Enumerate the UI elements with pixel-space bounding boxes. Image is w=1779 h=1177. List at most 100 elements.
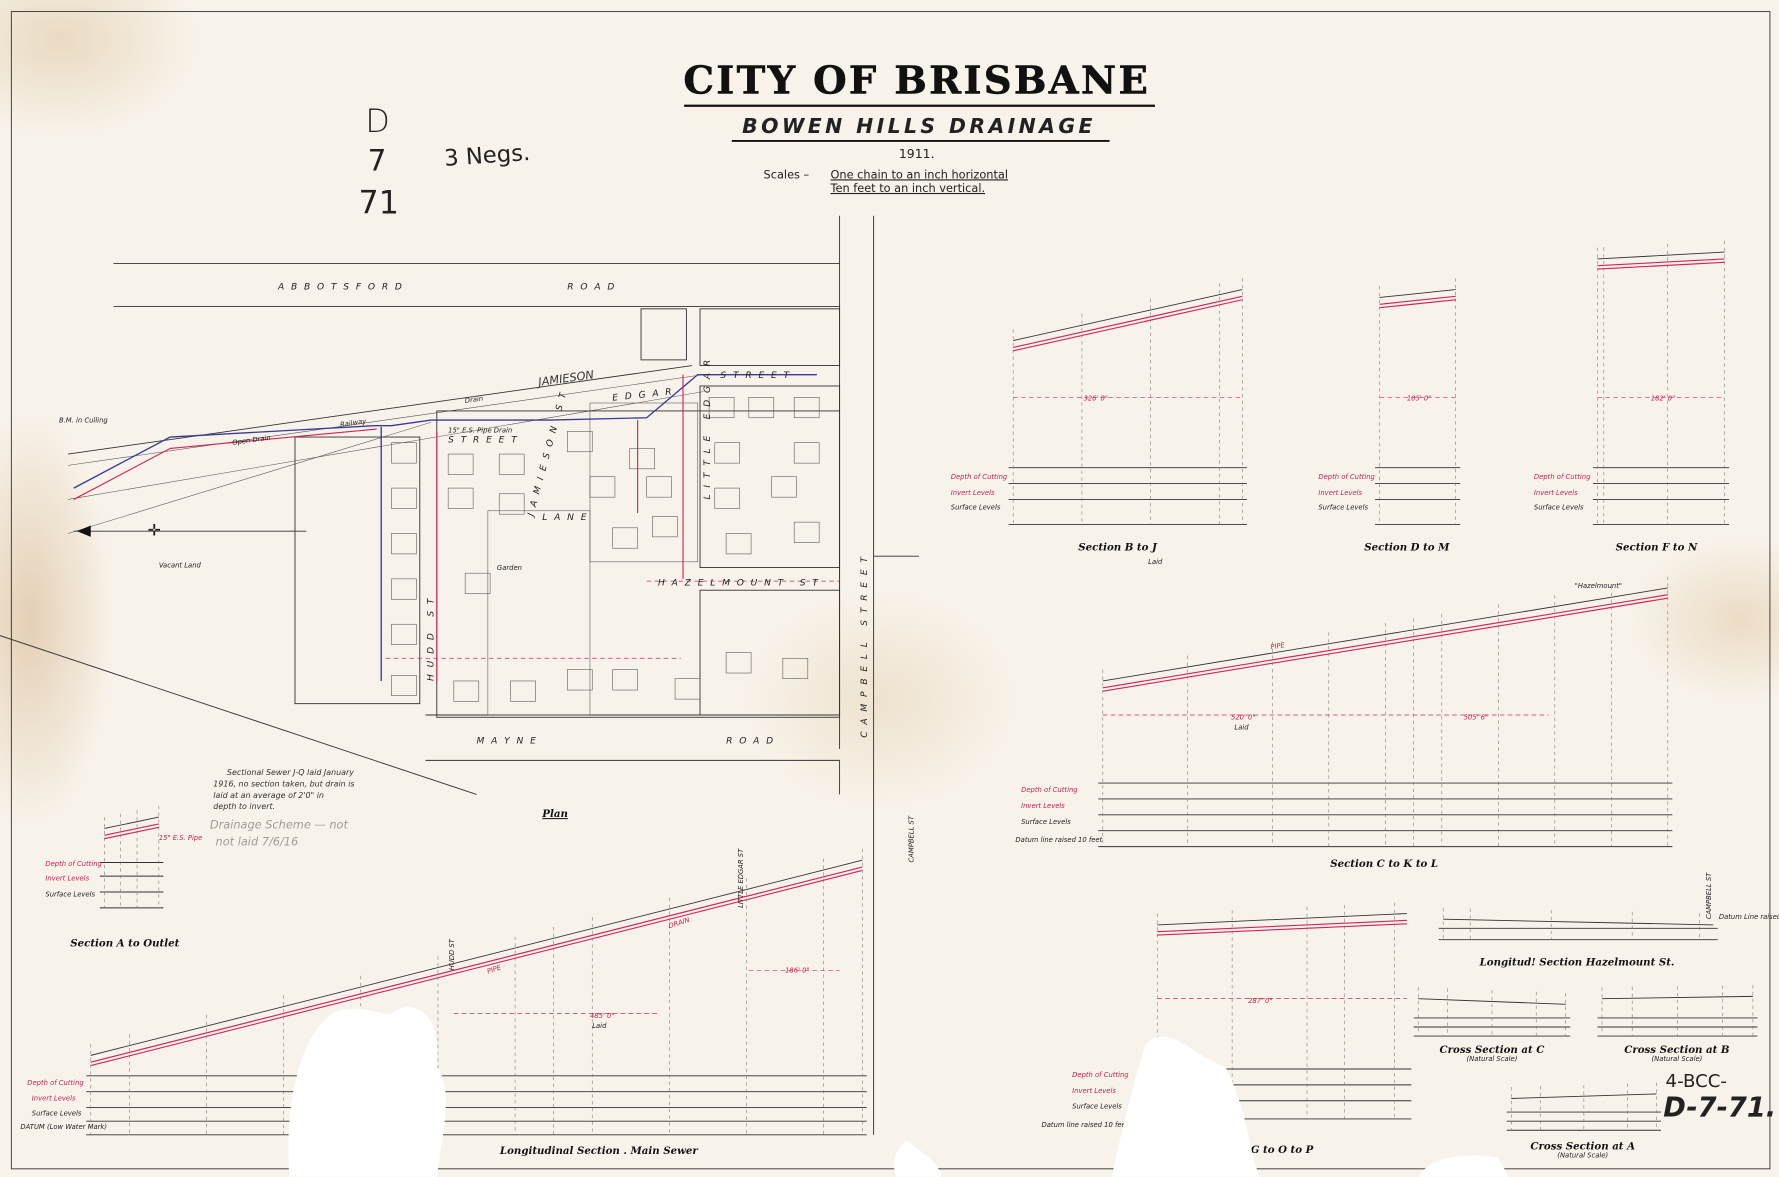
- section-f-to-n-label: Section F to N: [1616, 541, 1698, 553]
- ground-profile: [1102, 587, 1668, 682]
- svg-text:laid at an average of 2'0" in: laid at an average of 2'0" in: [213, 791, 324, 800]
- map-title: CITY OF BRISBANE: [683, 58, 1150, 103]
- main-sewer-drain: DRAIN: [668, 916, 691, 930]
- section-d-to-m: [1375, 278, 1461, 525]
- section-c-note: Laid: [1234, 724, 1249, 732]
- row-label-surface: Surface Levels: [1072, 1103, 1122, 1111]
- pipe-profile: [1013, 299, 1243, 352]
- building: [725, 652, 752, 674]
- ground-profile: [104, 816, 159, 829]
- street-little-edgar: LITTLE EDGAR: [703, 353, 713, 499]
- section-b-to-j-label: Section B to J: [1078, 541, 1158, 553]
- ground-profile: [1013, 289, 1243, 342]
- ground-profile: [1597, 251, 1725, 260]
- row-label-invert: Invert Levels: [1534, 489, 1578, 497]
- building: [566, 669, 593, 691]
- building: [612, 527, 638, 549]
- street-jamieson-st: JAMIESON ST: [526, 385, 571, 519]
- ground-profile: [1418, 998, 1566, 1005]
- row-label-surface: Surface Levels: [951, 504, 1001, 512]
- row-label-surface: Surface Levels: [1021, 818, 1071, 826]
- ref-number-2: 71: [359, 186, 399, 222]
- row-label-surface: Surface Levels: [45, 891, 95, 899]
- pipe-drain-label: 15" E.S. Pipe Drain: [448, 426, 512, 434]
- svg-text:Sectional Sewer J-Q laid Janua: Sectional Sewer J-Q laid January: [227, 768, 354, 777]
- building: [708, 397, 735, 419]
- section-g-dimension: 287' 0": [1248, 997, 1272, 1005]
- street-mayne-road: MAYNE: [477, 736, 543, 746]
- hazelmount-long-section: [1438, 907, 1718, 941]
- row-label-surface: Surface Levels: [32, 1110, 82, 1118]
- building: [674, 678, 701, 700]
- pencil-note: Drainage Scheme — not not laid 7/6/16: [210, 817, 349, 848]
- main-sewer-dimension-1: 485' 0": [590, 1012, 614, 1020]
- building: [391, 623, 417, 645]
- street-mayne-road-2: ROAD: [726, 736, 780, 746]
- plan-label: Plan: [541, 808, 568, 820]
- pipe-profile: [1157, 919, 1407, 933]
- catalogue-number-line1: 4-BCC-: [1666, 1071, 1727, 1092]
- row-label-invert: Invert Levels: [1021, 802, 1065, 810]
- section-c-to-k-to-l-label: Section C to K to L: [1330, 858, 1438, 870]
- section-c-dimension-1: 520' 0": [1231, 714, 1255, 722]
- ground-profile: [1157, 913, 1407, 926]
- pipe-profile: [1013, 295, 1243, 348]
- cross-section-a-sub: (Natural Scale): [1557, 1151, 1608, 1159]
- building: [447, 487, 474, 509]
- street-edgar-street: STREET: [720, 371, 795, 381]
- row-label-depth: Depth of Cutting: [1318, 473, 1375, 481]
- pipe-profile: [1157, 923, 1407, 936]
- hazelmount-campbell: CAMPBELL ST: [1705, 872, 1713, 919]
- section-b-to-j: [1008, 278, 1247, 525]
- street-lane: LANE: [542, 513, 593, 523]
- section-b-to-j-note: Laid: [1148, 558, 1163, 566]
- row-label-invert: Invert Levels: [1072, 1087, 1116, 1095]
- building: [646, 476, 672, 498]
- main-sewer-little-edgar: LITTLE EDGAR ST: [737, 848, 745, 908]
- garden-label: Garden: [497, 564, 522, 572]
- pipe-profile: [1597, 261, 1725, 270]
- section-a-to-outlet: [99, 805, 164, 909]
- building: [589, 476, 616, 498]
- pipe-profile: [1379, 299, 1456, 309]
- building: [566, 431, 593, 453]
- row-label-depth: Depth of Cutting: [27, 1079, 84, 1087]
- scale-vertical: Ten feet to an inch vertical.: [830, 181, 986, 195]
- ground-profile: [1602, 995, 1753, 1000]
- building: [793, 442, 820, 464]
- section-d-to-m-label: Section D to M: [1364, 541, 1450, 553]
- building: [453, 680, 480, 702]
- pipe-profile: [104, 826, 159, 840]
- row-label-invert: Invert Levels: [32, 1095, 76, 1103]
- sections: [86, 240, 1758, 1136]
- section-b-to-j-dimension: 326' 0": [1084, 395, 1108, 403]
- building: [391, 533, 417, 555]
- main-sewer-campbell: CAMPBELL ST: [907, 815, 915, 862]
- row-label-datum: Datum line raised 10 feet: [1042, 1121, 1129, 1129]
- north-arrow-icon: [77, 525, 91, 537]
- section-c-to-k-to-l: [1098, 576, 1673, 848]
- cross-section-b: [1597, 985, 1758, 1037]
- main-sewer-section-label: Longitudinal Section . Main Sewer: [499, 1145, 698, 1157]
- building: [748, 397, 775, 419]
- cross-section-b-label: Cross Section at B: [1624, 1044, 1730, 1056]
- row-label-datum-main: DATUM (Low Water Mark): [20, 1123, 107, 1131]
- pipe-profile: [1379, 295, 1456, 305]
- row-label-datum: Datum line raised 10 feet: [1015, 836, 1102, 844]
- section-g-to-o-to-p: [1152, 902, 1412, 1120]
- street-abbotsford-road: ABBOTSFORD: [277, 283, 409, 293]
- main-sewer-dimension-2: 186' 0": [785, 967, 809, 975]
- ref-letter: D: [365, 104, 389, 140]
- map-year: 1911.: [899, 146, 935, 161]
- building: [714, 442, 741, 464]
- row-label-surface: Surface Levels: [1318, 504, 1368, 512]
- pipe-profile: [1597, 258, 1725, 267]
- sheet-border: [10, 11, 1771, 1170]
- building: [464, 572, 491, 594]
- cross-section-b-sub: (Natural Scale): [1651, 1055, 1702, 1063]
- svg-text:Drainage Scheme — not: Drainage Scheme — not: [210, 817, 349, 831]
- row-label-depth: Depth of Cutting: [951, 473, 1008, 481]
- building: [391, 487, 417, 509]
- section-f-to-n-dimension: 182' 0": [1651, 395, 1675, 403]
